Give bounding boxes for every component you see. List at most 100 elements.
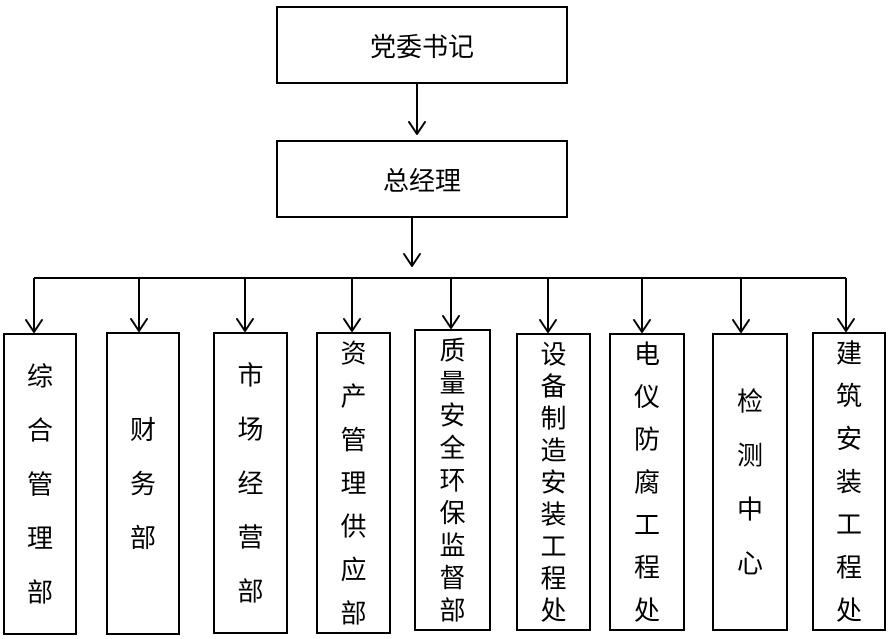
department-label-char: 制 xyxy=(540,404,566,434)
department-box xyxy=(812,332,886,631)
arrowhead-bus xyxy=(403,253,421,267)
department-label-char: 资 xyxy=(340,339,366,369)
department-box xyxy=(213,332,288,634)
node-department: 市场经营部 xyxy=(213,278,288,634)
department-label-char: 督 xyxy=(439,564,465,594)
department-label-char: 建 xyxy=(836,339,862,369)
department-box xyxy=(609,333,685,631)
department-row: 综合管理部财务部市场经营部资产管理供应部质量安全环保监督部设备制造安装工程处电仪… xyxy=(3,278,886,635)
department-label-char: 质 xyxy=(439,336,465,366)
department-label-char: 保 xyxy=(439,499,465,529)
department-label-char: 处 xyxy=(540,596,566,626)
department-label-char: 环 xyxy=(439,466,465,496)
department-label-char: 营 xyxy=(237,523,263,553)
arrowhead-department xyxy=(837,318,855,332)
department-label-char: 监 xyxy=(439,531,465,561)
node-department: 资产管理供应部 xyxy=(316,278,391,634)
department-label-char: 工 xyxy=(634,511,660,541)
department-box xyxy=(3,333,77,635)
department-label-char: 安 xyxy=(439,401,465,431)
department-box xyxy=(106,332,180,635)
node-manager: 总经理 xyxy=(276,140,568,218)
node-manager-label: 总经理 xyxy=(383,167,461,197)
department-label-char: 筑 xyxy=(836,382,862,412)
department-box xyxy=(316,332,391,634)
arrowhead-department xyxy=(343,318,361,332)
arrowhead-department xyxy=(539,319,557,333)
department-label-char: 程 xyxy=(836,554,862,584)
department-label: 资产管理供应部 xyxy=(340,339,366,629)
node-department: 设备制造安装工程处 xyxy=(516,278,591,631)
department-label-char: 合 xyxy=(27,416,53,446)
department-label-char: 部 xyxy=(237,577,263,607)
department-label-char: 备 xyxy=(540,372,566,402)
department-label-char: 理 xyxy=(27,524,53,554)
department-label-char: 产 xyxy=(340,383,366,413)
department-label-char: 装 xyxy=(836,468,862,498)
department-label-char: 处 xyxy=(836,596,862,626)
department-label-char: 供 xyxy=(340,513,366,543)
department-label-char: 量 xyxy=(439,369,465,399)
department-label-char: 装 xyxy=(540,500,566,530)
department-label-char: 心 xyxy=(737,549,763,579)
department-box xyxy=(516,333,591,631)
arrowhead-department xyxy=(236,318,254,332)
node-department: 综合管理部 xyxy=(3,278,77,635)
department-label-char: 腐 xyxy=(634,468,660,498)
department-label-char: 经 xyxy=(237,469,263,499)
node-department: 电仪防腐工程处 xyxy=(609,278,685,631)
node-department: 建筑安装工程处 xyxy=(812,278,886,631)
department-label-char: 程 xyxy=(540,564,566,594)
department-label-char: 工 xyxy=(836,511,862,541)
department-label-char: 综 xyxy=(27,362,53,392)
department-label-char: 工 xyxy=(540,532,566,562)
arrowhead-department xyxy=(130,318,148,332)
department-label-char: 仪 xyxy=(634,383,660,413)
node-department: 质量安全环保监督部 xyxy=(414,278,491,631)
department-label-char: 理 xyxy=(340,469,366,499)
department-label-char: 财 xyxy=(130,416,156,446)
department-label-char: 务 xyxy=(130,470,156,500)
department-label-char: 防 xyxy=(634,426,660,456)
node-secretary: 党委书记 xyxy=(276,6,568,84)
department-label-char: 检 xyxy=(737,387,763,417)
department-label: 建筑安装工程处 xyxy=(836,339,862,626)
department-label: 设备制造安装工程处 xyxy=(540,340,566,626)
department-label-char: 全 xyxy=(439,434,465,464)
department-box xyxy=(712,333,788,631)
department-label-char: 程 xyxy=(634,554,660,584)
department-label-char: 管 xyxy=(340,426,366,456)
department-label-char: 中 xyxy=(737,495,763,525)
department-label-char: 部 xyxy=(439,596,465,626)
department-label-char: 部 xyxy=(27,578,53,608)
department-label-char: 安 xyxy=(540,468,566,498)
department-label-char: 部 xyxy=(340,599,366,629)
arrowhead-department xyxy=(25,319,43,333)
arrowhead-manager xyxy=(408,121,426,135)
department-label-char: 安 xyxy=(836,425,862,455)
department-label-char: 电 xyxy=(634,340,660,370)
arrowhead-department xyxy=(442,315,460,329)
arrowhead-department xyxy=(633,319,651,333)
department-label-char: 处 xyxy=(634,596,660,626)
department-label-char: 测 xyxy=(737,441,763,471)
department-label-char: 设 xyxy=(540,340,566,370)
arrowhead-department xyxy=(732,319,750,333)
department-label-char: 造 xyxy=(540,436,566,466)
department-label: 财务部 xyxy=(130,416,156,554)
department-label: 电仪防腐工程处 xyxy=(634,340,660,626)
department-label: 检测中心 xyxy=(737,387,763,579)
department-label: 市场经营部 xyxy=(237,361,263,607)
department-label: 质量安全环保监督部 xyxy=(439,336,465,626)
department-label-char: 应 xyxy=(340,556,366,586)
node-department: 财务部 xyxy=(106,278,180,635)
node-secretary-label: 党委书记 xyxy=(370,33,474,63)
node-department: 检测中心 xyxy=(712,278,788,631)
department-label: 综合管理部 xyxy=(27,362,53,608)
department-box xyxy=(414,329,491,631)
department-label-char: 场 xyxy=(237,415,263,445)
department-label-char: 市 xyxy=(237,361,263,391)
department-label-char: 管 xyxy=(27,470,53,500)
department-label-char: 部 xyxy=(130,524,156,554)
